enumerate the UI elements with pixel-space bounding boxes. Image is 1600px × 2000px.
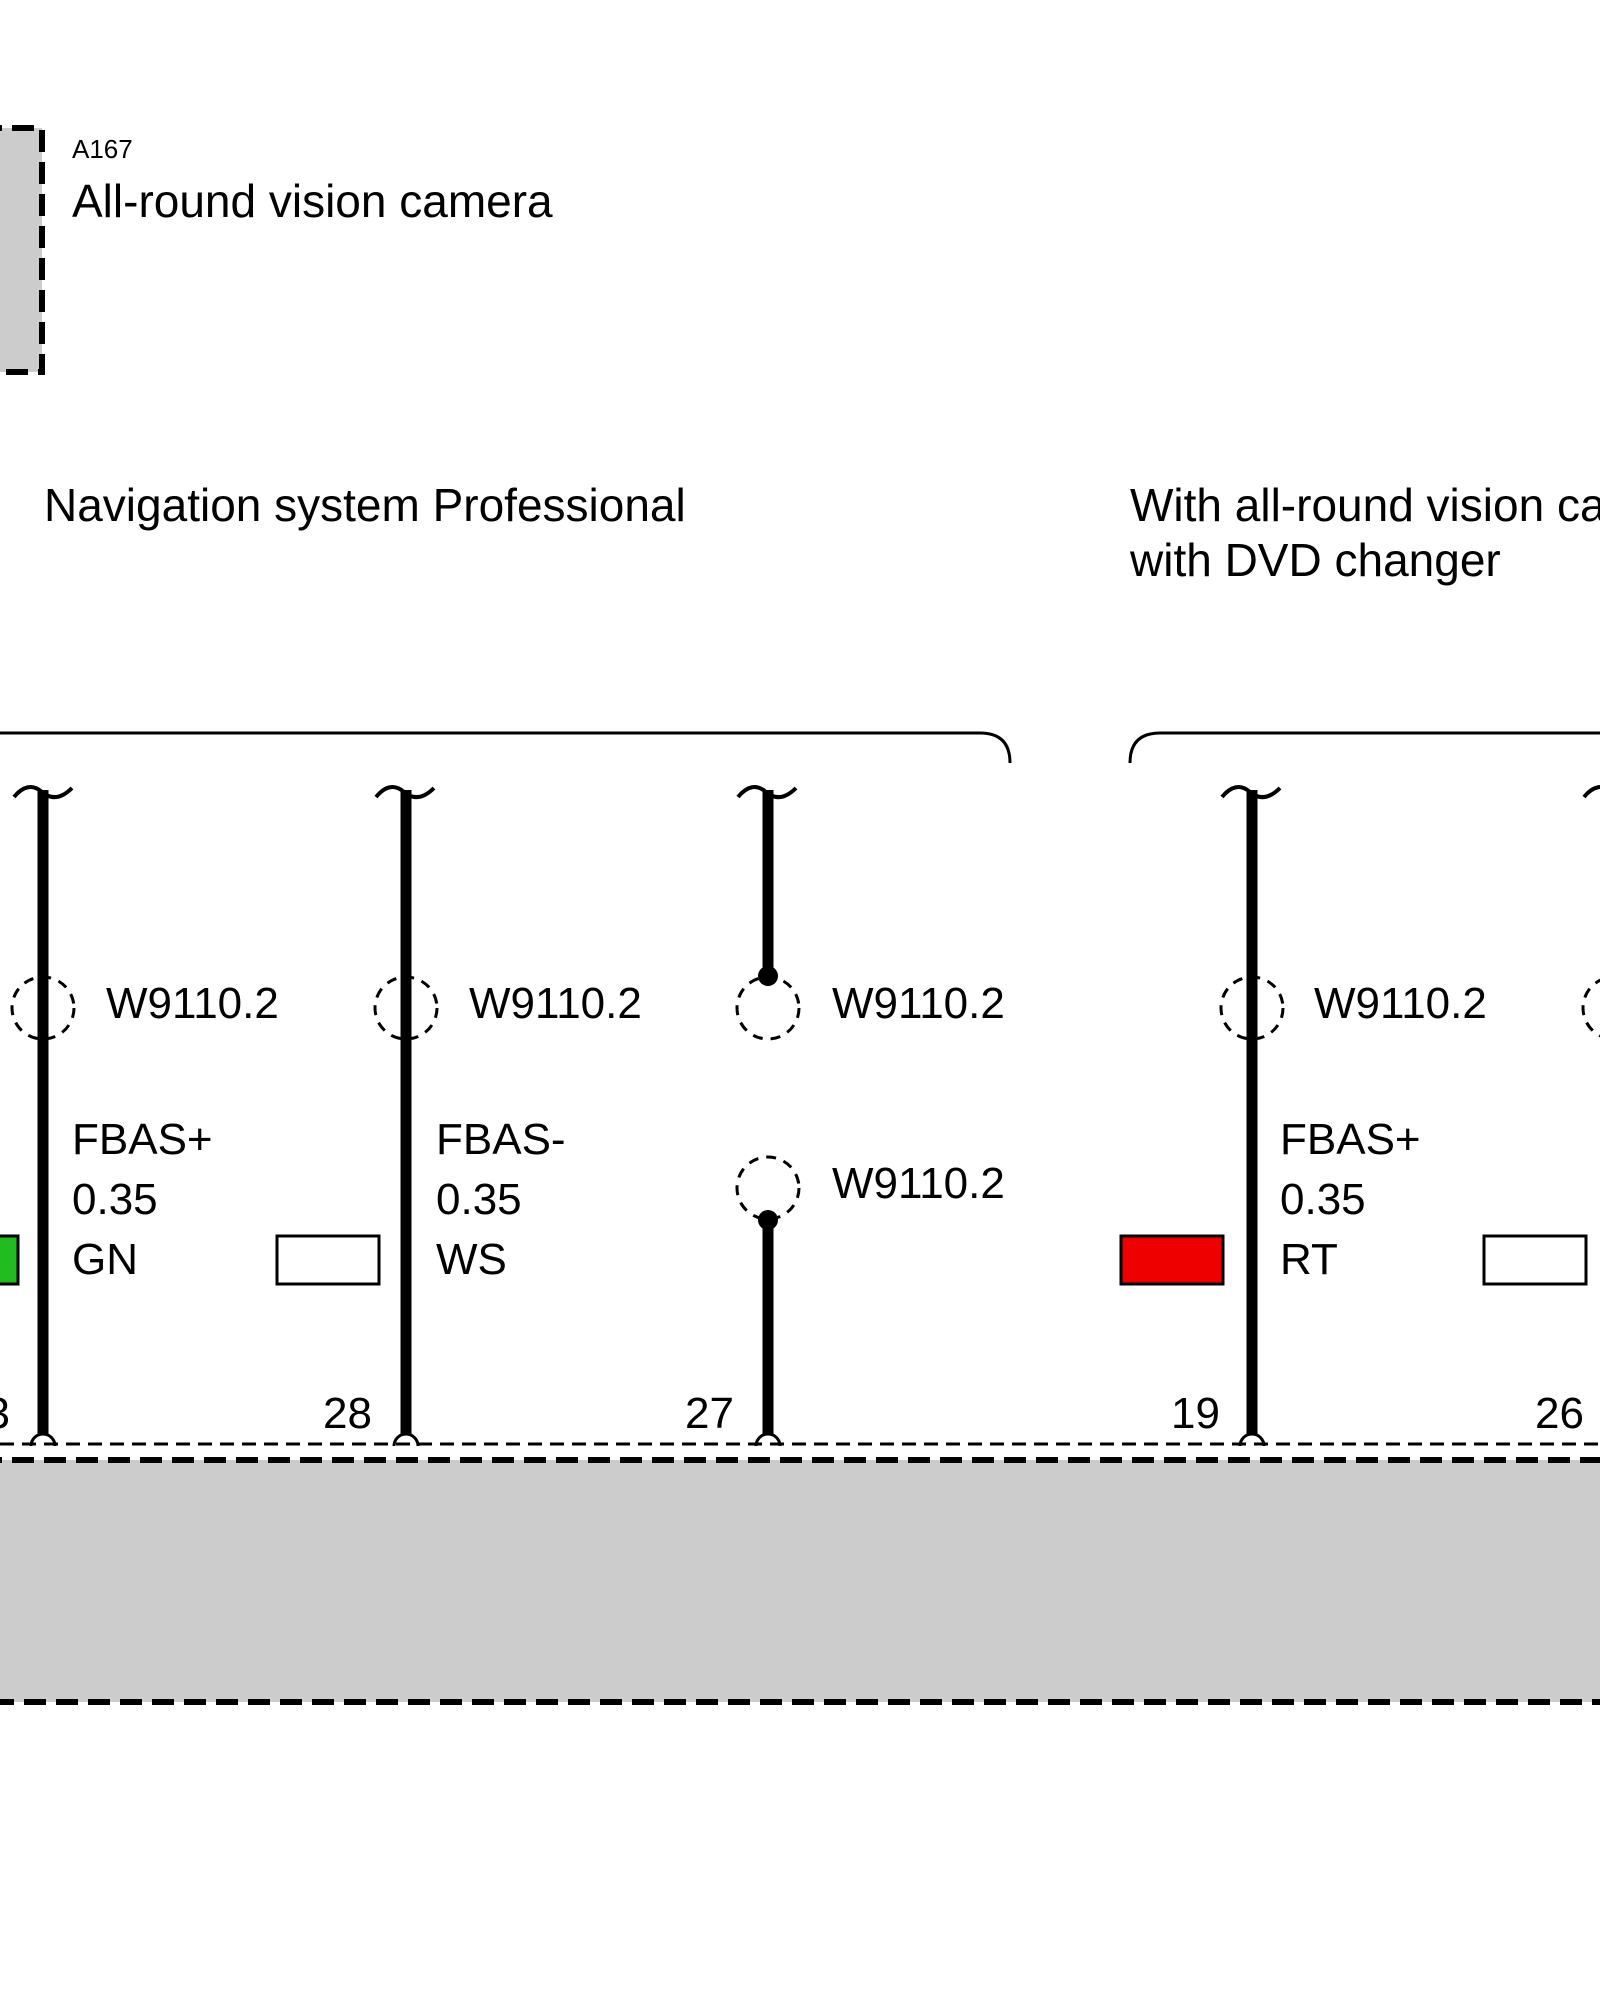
wire-color-code: RT [1280, 1235, 1338, 1284]
splice-label: W9110.2 [832, 1159, 1005, 1208]
splice-optional [1219, 975, 1285, 1041]
pin-number: 28 [323, 1389, 372, 1438]
component-code: A167 [72, 134, 133, 164]
wire-signal: FBAS+ [1280, 1115, 1421, 1164]
group-label-navigation: Navigation system Professional [44, 479, 686, 531]
pin-number: 3 [0, 1389, 10, 1438]
group-bracket-allround [1128, 731, 1600, 764]
splice-label: W9110.2 [106, 979, 279, 1028]
wire-color-swatch-red [1119, 1234, 1225, 1286]
component-name: All-round vision camera [72, 175, 553, 227]
wire-color-swatch-green [0, 1234, 20, 1286]
splice-optional [10, 975, 76, 1041]
splice-optional [735, 1155, 801, 1221]
wire-color-code: WS [436, 1235, 507, 1284]
wire-gauge: 0.35 [436, 1175, 522, 1224]
wire-gauge: 0.35 [72, 1175, 158, 1224]
splice-label: W9110.2 [1314, 979, 1487, 1028]
wire-signal: FBAS+ [72, 1115, 213, 1164]
splice-label: W9110.2 [469, 979, 642, 1028]
wire-signal: FBAS- [436, 1115, 566, 1164]
wire-color-swatch-white [275, 1234, 381, 1286]
splice-optional [1581, 978, 1600, 1038]
module-box [0, 1457, 1600, 1705]
wire-color-swatch-white [1482, 1234, 1588, 1286]
wire-color-code: GN [72, 1235, 138, 1284]
wire-gauge: 0.35 [1280, 1175, 1366, 1224]
wire-break-symbol [1582, 785, 1600, 799]
pin-number: 26 [1535, 1389, 1584, 1438]
pin-number: 27 [685, 1389, 734, 1438]
pin-number: 19 [1171, 1389, 1220, 1438]
splice-optional [373, 975, 439, 1041]
group-label-allround-line2: with DVD changer [1129, 534, 1501, 586]
group-bracket-navigation [0, 731, 1012, 764]
splice-optional [735, 975, 801, 1041]
splice-label: W9110.2 [832, 979, 1005, 1028]
group-label-allround-line1: With all-round vision ca [1130, 479, 1600, 531]
camera-component-box [0, 125, 45, 375]
